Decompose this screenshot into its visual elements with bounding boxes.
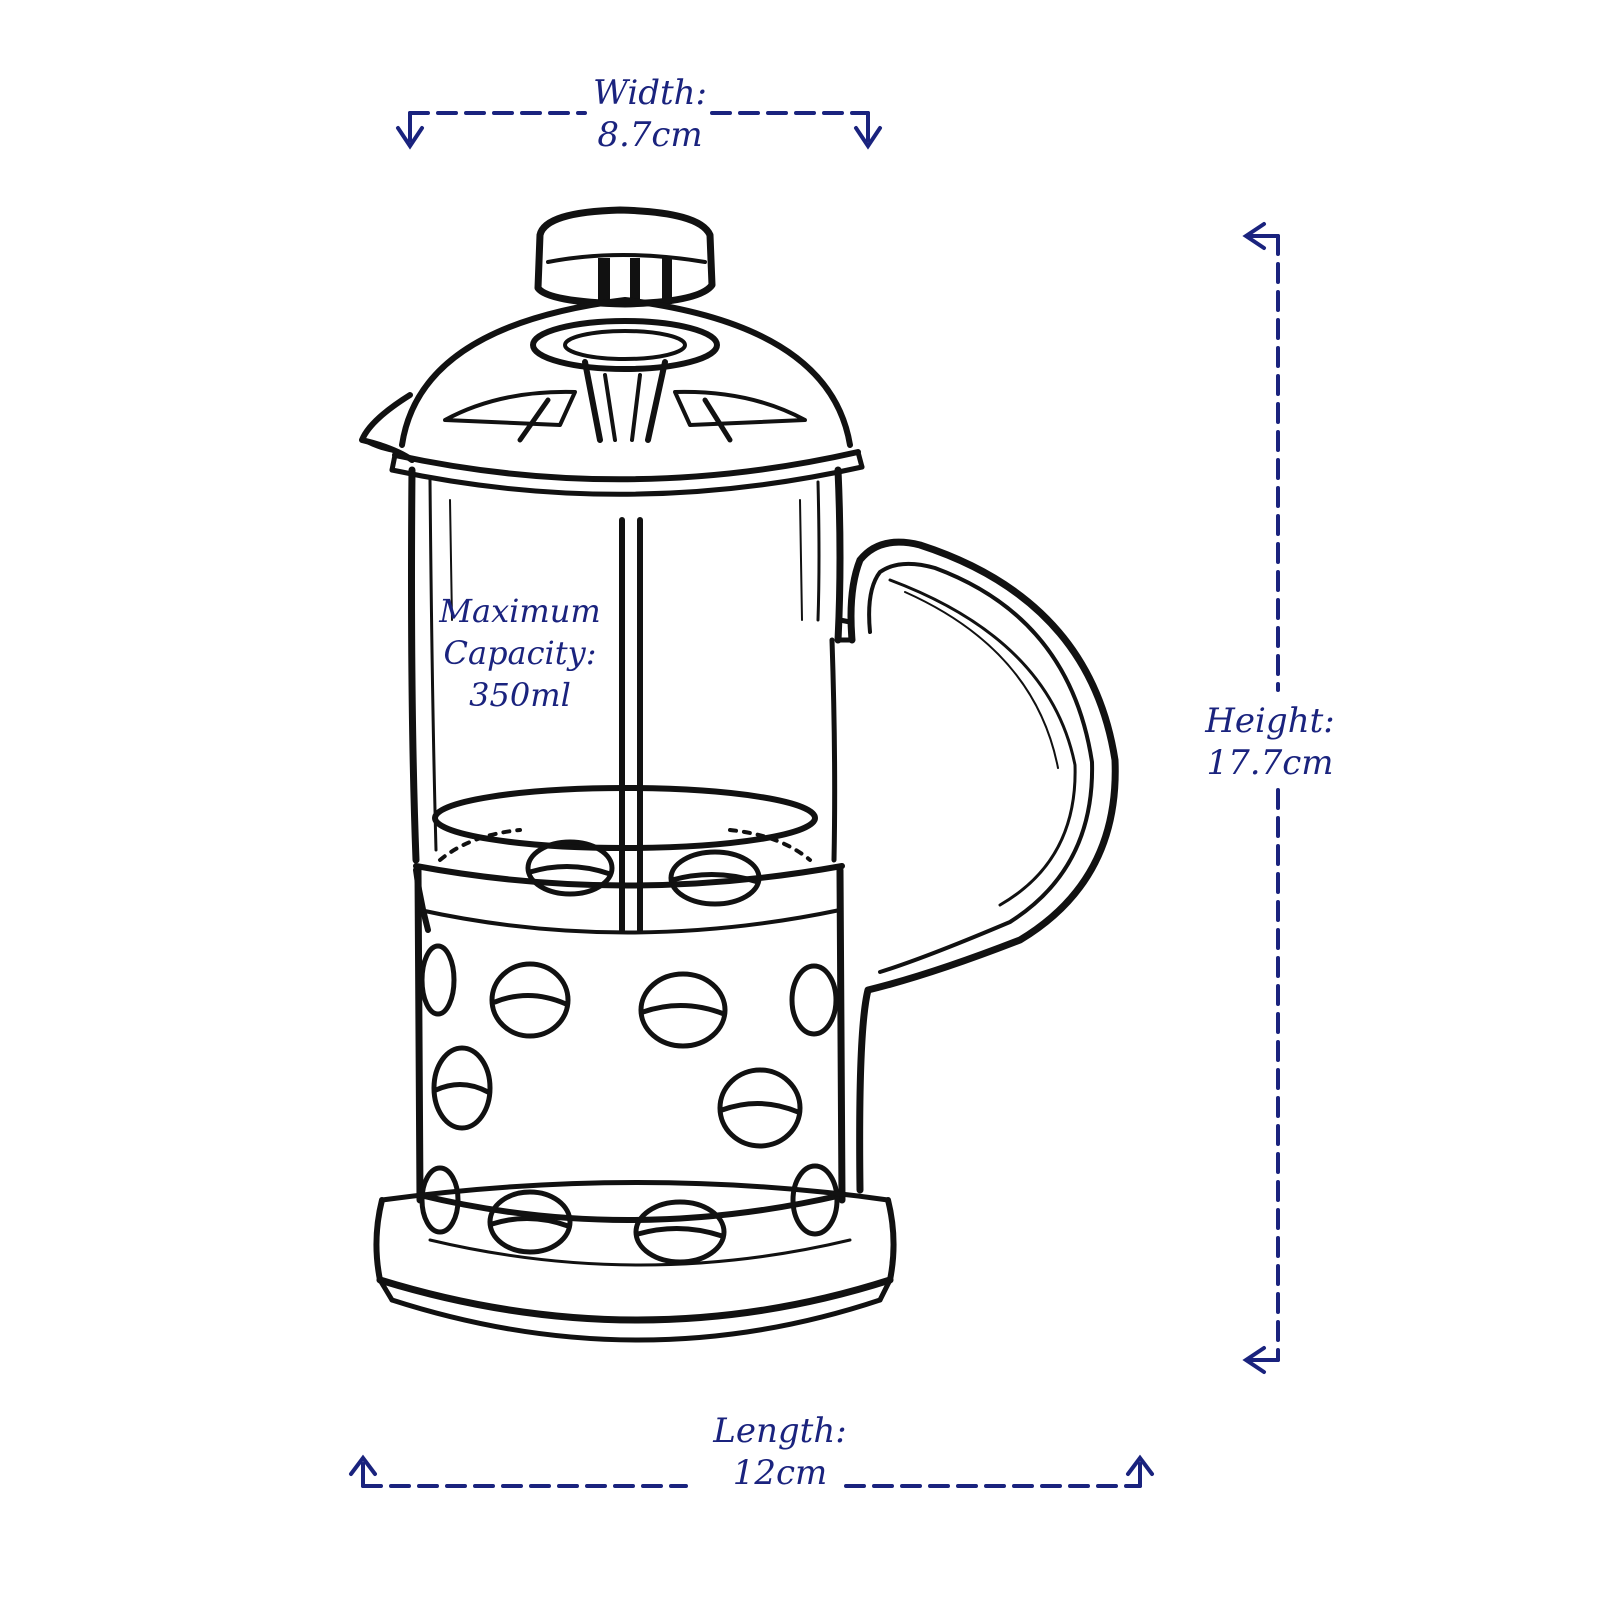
plunger-rod — [619, 517, 643, 933]
arrowhead-icon — [1126, 1454, 1154, 1476]
width-caption: Width: — [592, 73, 707, 113]
bean-8 — [487, 1189, 573, 1255]
height-caption: Height: — [1205, 701, 1335, 741]
bean-7 — [717, 1067, 803, 1149]
lid-collar — [530, 318, 720, 443]
capacity-line-1: Maximum — [439, 592, 601, 630]
bean-10 — [790, 1163, 840, 1237]
bean-6 — [431, 1045, 493, 1131]
glass-beaker — [408, 466, 844, 864]
width-value: 8.7cm — [597, 115, 703, 155]
capacity-label: Maximum Capacity: 350ml — [420, 590, 620, 716]
height-dimension-line — [1242, 222, 1280, 1374]
length-dimension-line — [349, 1454, 1154, 1488]
length-caption: Length: — [713, 1411, 847, 1451]
arrowhead-icon — [1242, 1346, 1266, 1374]
arrowhead-icon — [396, 126, 424, 150]
handle — [837, 538, 1119, 1194]
height-label: Height: 17.7cm — [1190, 700, 1350, 784]
arrowhead-icon — [349, 1454, 377, 1476]
dome-lid — [389, 297, 865, 497]
capacity-value: 350ml — [469, 676, 571, 714]
length-label: Length: 12cm — [690, 1410, 870, 1494]
height-value: 17.7cm — [1206, 743, 1334, 783]
plunger-knob — [534, 206, 716, 308]
bean-2 — [668, 849, 762, 907]
bean-4 — [638, 971, 728, 1049]
bean-5 — [789, 963, 839, 1037]
arrowhead-icon — [1242, 222, 1266, 250]
capacity-line-2: Capacity: — [443, 634, 597, 672]
bean-12 — [419, 1165, 461, 1235]
bean-1 — [525, 839, 615, 897]
pour-spout — [359, 392, 415, 463]
width-dimension-line — [396, 111, 882, 150]
width-label: Width: 8.7cm — [560, 72, 740, 156]
filter-screen — [432, 785, 818, 862]
base — [373, 1180, 897, 1343]
arrowhead-icon — [854, 126, 882, 150]
bean-11 — [419, 943, 457, 1017]
length-value: 12cm — [732, 1453, 828, 1493]
coffee-bean-cutouts — [419, 839, 840, 1265]
metal-frame-sleeve — [413, 863, 846, 1223]
bean-3 — [489, 961, 571, 1039]
bean-9 — [633, 1199, 727, 1265]
